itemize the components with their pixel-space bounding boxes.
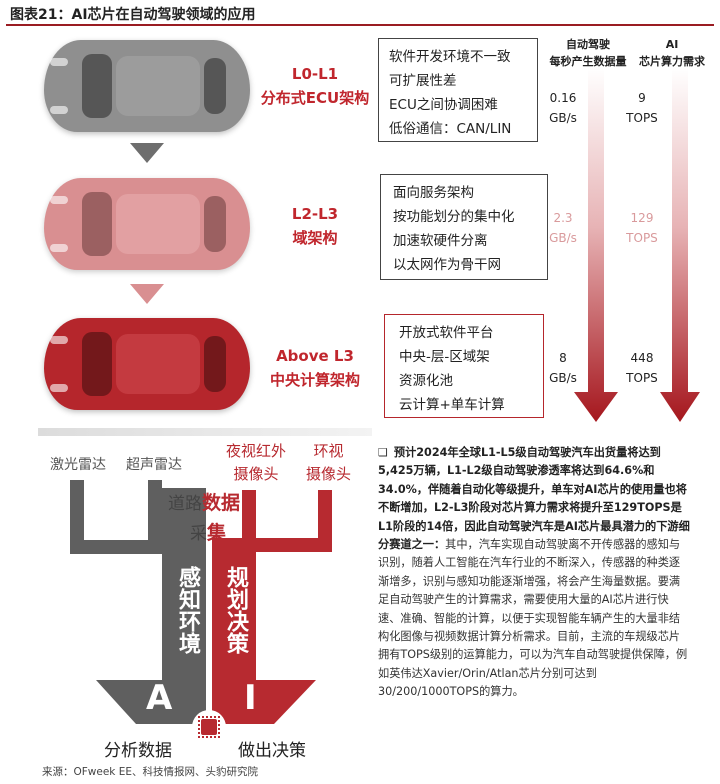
header-line: 芯片算力需求 <box>639 55 705 68</box>
feature-item: 低俗通信：CAN/LIN <box>389 121 512 137</box>
data-text: 数据 <box>202 492 241 514</box>
feature-item: 云计算+单车计算 <box>399 397 505 413</box>
value-text: 9 <box>638 91 646 105</box>
car-image-l0-l1 <box>44 40 250 132</box>
unit-text: TOPS <box>626 231 658 245</box>
level-label: L2-L3 <box>291 205 339 223</box>
chip-icon <box>194 712 224 742</box>
figure-title: 图表21：AI芯片在自动驾驶领域的应用 <box>10 7 256 23</box>
arch-name: 域架构 <box>292 229 338 247</box>
collect-bold-text: 集 <box>207 522 227 544</box>
header-data-rate: 自动驾驶 每秒产生数据量 <box>538 36 638 70</box>
tops-l0-l1: 9 TOPS <box>620 88 664 128</box>
chip-pins <box>198 716 220 738</box>
header-line: 每秒产生数据量 <box>549 55 627 68</box>
feature-item: 软件开发环境不一致 <box>389 49 511 65</box>
header-line: AI <box>665 38 679 51</box>
arch-label-l2-l3: L2-L3 域架构 <box>250 202 380 250</box>
letter-a: A <box>146 678 173 718</box>
unit-text: GB/s <box>549 371 577 385</box>
feature-item: 可扩展性差 <box>389 73 457 89</box>
down-triangle-2 <box>130 284 164 304</box>
bullet-icon: ❑ <box>378 446 388 459</box>
down-triangle-1 <box>130 143 164 163</box>
gray-branch-left <box>70 480 84 552</box>
gray-stem <box>162 488 206 682</box>
feature-item: ECU之间协调困难 <box>389 97 498 113</box>
plan-decide-label: 规划决策 <box>223 566 248 654</box>
unit-text: TOPS <box>626 371 658 385</box>
description-block: ❑预计2024年全球L1-L5级自动驾驶汽车出货量将达到5,425万辆，L1-L… <box>378 444 690 702</box>
car-image-above-l3 <box>44 318 250 410</box>
section-divider <box>38 428 372 436</box>
sensor-lidar-label: 激光雷达 <box>50 457 106 473</box>
label-line: 夜视红外 <box>226 442 287 460</box>
label-line: 摄像头 <box>306 465 352 483</box>
collect-text: 采 <box>190 524 207 544</box>
value-text: 8 <box>559 351 567 365</box>
red-branch-left <box>242 490 256 552</box>
data-rate-arrow <box>574 68 618 422</box>
header-tops: AI 芯片算力需求 <box>626 36 718 70</box>
feature-item: 资源化池 <box>399 373 453 389</box>
level-label: L0-L1 <box>291 65 339 83</box>
value-text: 129 <box>630 211 654 225</box>
road-data-label: 道路数据 <box>168 488 240 515</box>
value-text: 448 <box>630 351 654 365</box>
red-collector-bar <box>256 538 332 552</box>
feature-item: 按功能划分的集中化 <box>393 209 515 225</box>
arch-name: 中央计算架构 <box>269 371 360 389</box>
road-text: 道路 <box>168 494 202 514</box>
gradient-arrows <box>574 68 700 422</box>
title-rule <box>6 24 714 26</box>
label-line: 环视 <box>313 442 344 460</box>
make-decision-label: 做出决策 <box>238 741 306 761</box>
unit-text: TOPS <box>626 111 658 125</box>
feature-box-l2-l3: 面向服务架构 按功能划分的集中化 加速软硬件分离 以太网作为骨干网 <box>380 174 548 280</box>
tops-l2-l3: 129 TOPS <box>620 208 664 248</box>
red-stem <box>212 538 256 682</box>
data-rate-l0-l1: 0.16 GB/s <box>546 88 580 128</box>
collection-label: 采集 <box>190 518 226 545</box>
gray-branch-mid <box>148 480 162 552</box>
source-note: 来源：OFweek EE、科技情报网、头豹研究院 <box>42 766 258 778</box>
arch-label-l0-l1: L0-L1 分布式ECU架构 <box>250 62 380 110</box>
feature-item: 中央-层-区域架 <box>399 349 490 365</box>
feature-item: 加速软硬件分离 <box>393 233 488 249</box>
description-normal: 其中，汽车实现自动驾驶离不开传感器的感知与识别，随着人工智能在汽车行业的不断深入… <box>378 538 688 699</box>
analyze-data-label: 分析数据 <box>104 741 172 761</box>
perceive-environment-label: 感知环境 <box>175 566 200 654</box>
value-text: 2.3 <box>553 211 573 225</box>
data-rate-above-l3: 8 GB/s <box>546 348 580 388</box>
sensor-surround-camera-label: 环视 摄像头 <box>306 440 351 486</box>
unit-text: GB/s <box>549 231 577 245</box>
gray-collector-bar <box>70 540 162 554</box>
unit-text: GB/s <box>549 111 577 125</box>
feature-item: 面向服务架构 <box>393 185 474 201</box>
header-line: 自动驾驶 <box>566 38 610 51</box>
tops-arrow <box>660 68 700 422</box>
arch-label-above-l3: Above L3 中央计算架构 <box>250 344 380 392</box>
description-bold: 预计2024年全球L1-L5级自动驾驶汽车出货量将达到5,425万辆，L1-L2… <box>378 446 690 552</box>
chip-body <box>201 719 217 735</box>
level-label: Above L3 <box>276 347 354 365</box>
red-arrowhead <box>212 680 316 724</box>
tops-above-l3: 448 TOPS <box>620 348 664 388</box>
letter-i: I <box>244 678 257 718</box>
sensor-night-camera-label: 夜视红外 摄像头 <box>226 440 286 486</box>
sensor-ultrasonic-label: 超声雷达 <box>126 457 182 473</box>
arch-name: 分布式ECU架构 <box>260 89 370 107</box>
feature-box-above-l3: 开放式软件平台 中央-层-区域架 资源化池 云计算+单车计算 <box>384 314 544 418</box>
feature-item: 开放式软件平台 <box>399 325 494 341</box>
value-text: 0.16 <box>549 91 577 105</box>
car-image-l2-l3 <box>44 178 250 270</box>
red-branch-right <box>318 490 332 552</box>
gray-arrowhead <box>96 680 206 724</box>
feature-item: 以太网作为骨干网 <box>393 257 501 273</box>
data-rate-l2-l3: 2.3 GB/s <box>546 208 580 248</box>
ai-arrowheads <box>96 680 316 724</box>
label-line: 摄像头 <box>233 465 279 483</box>
feature-box-l0-l1: 软件开发环境不一致 可扩展性差 ECU之间协调困难 低俗通信：CAN/LIN <box>378 38 538 142</box>
